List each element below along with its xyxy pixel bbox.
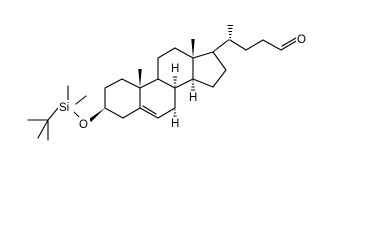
- stereo-hydrogens: [172, 76, 196, 117]
- side-chain: [211, 25, 299, 53]
- si-methyl-2: [75, 95, 87, 105]
- angular-methyls: [138, 39, 195, 88]
- silicon-label: Si: [59, 102, 69, 114]
- atom-labels: O O Si H H H: [58, 32, 308, 131]
- hydrogen-c8-label: H: [171, 118, 179, 130]
- c18-methyl-wedge: [191, 39, 195, 58]
- c3-o-wedge: [89, 108, 105, 122]
- structure-canvas: O O Si H H H: [27, 25, 308, 141]
- ring-b: [139, 78, 176, 119]
- tbs-ether: [27, 85, 105, 141]
- hydrogen-c14-label: H: [189, 92, 197, 104]
- c19-methyl-wedge: [138, 69, 142, 88]
- double-bond-c5-c6: [142, 105, 157, 115]
- aldehyde-oxygen-label: O: [297, 34, 306, 46]
- ether-oxygen-label: O: [79, 119, 88, 131]
- ring-c: [157, 47, 194, 89]
- hydrogen-c9-label: H: [171, 63, 179, 75]
- molecule-diagram: O O Si H H H: [27, 25, 308, 141]
- ring-d: [192, 51, 227, 88]
- ring-a: [104, 78, 141, 119]
